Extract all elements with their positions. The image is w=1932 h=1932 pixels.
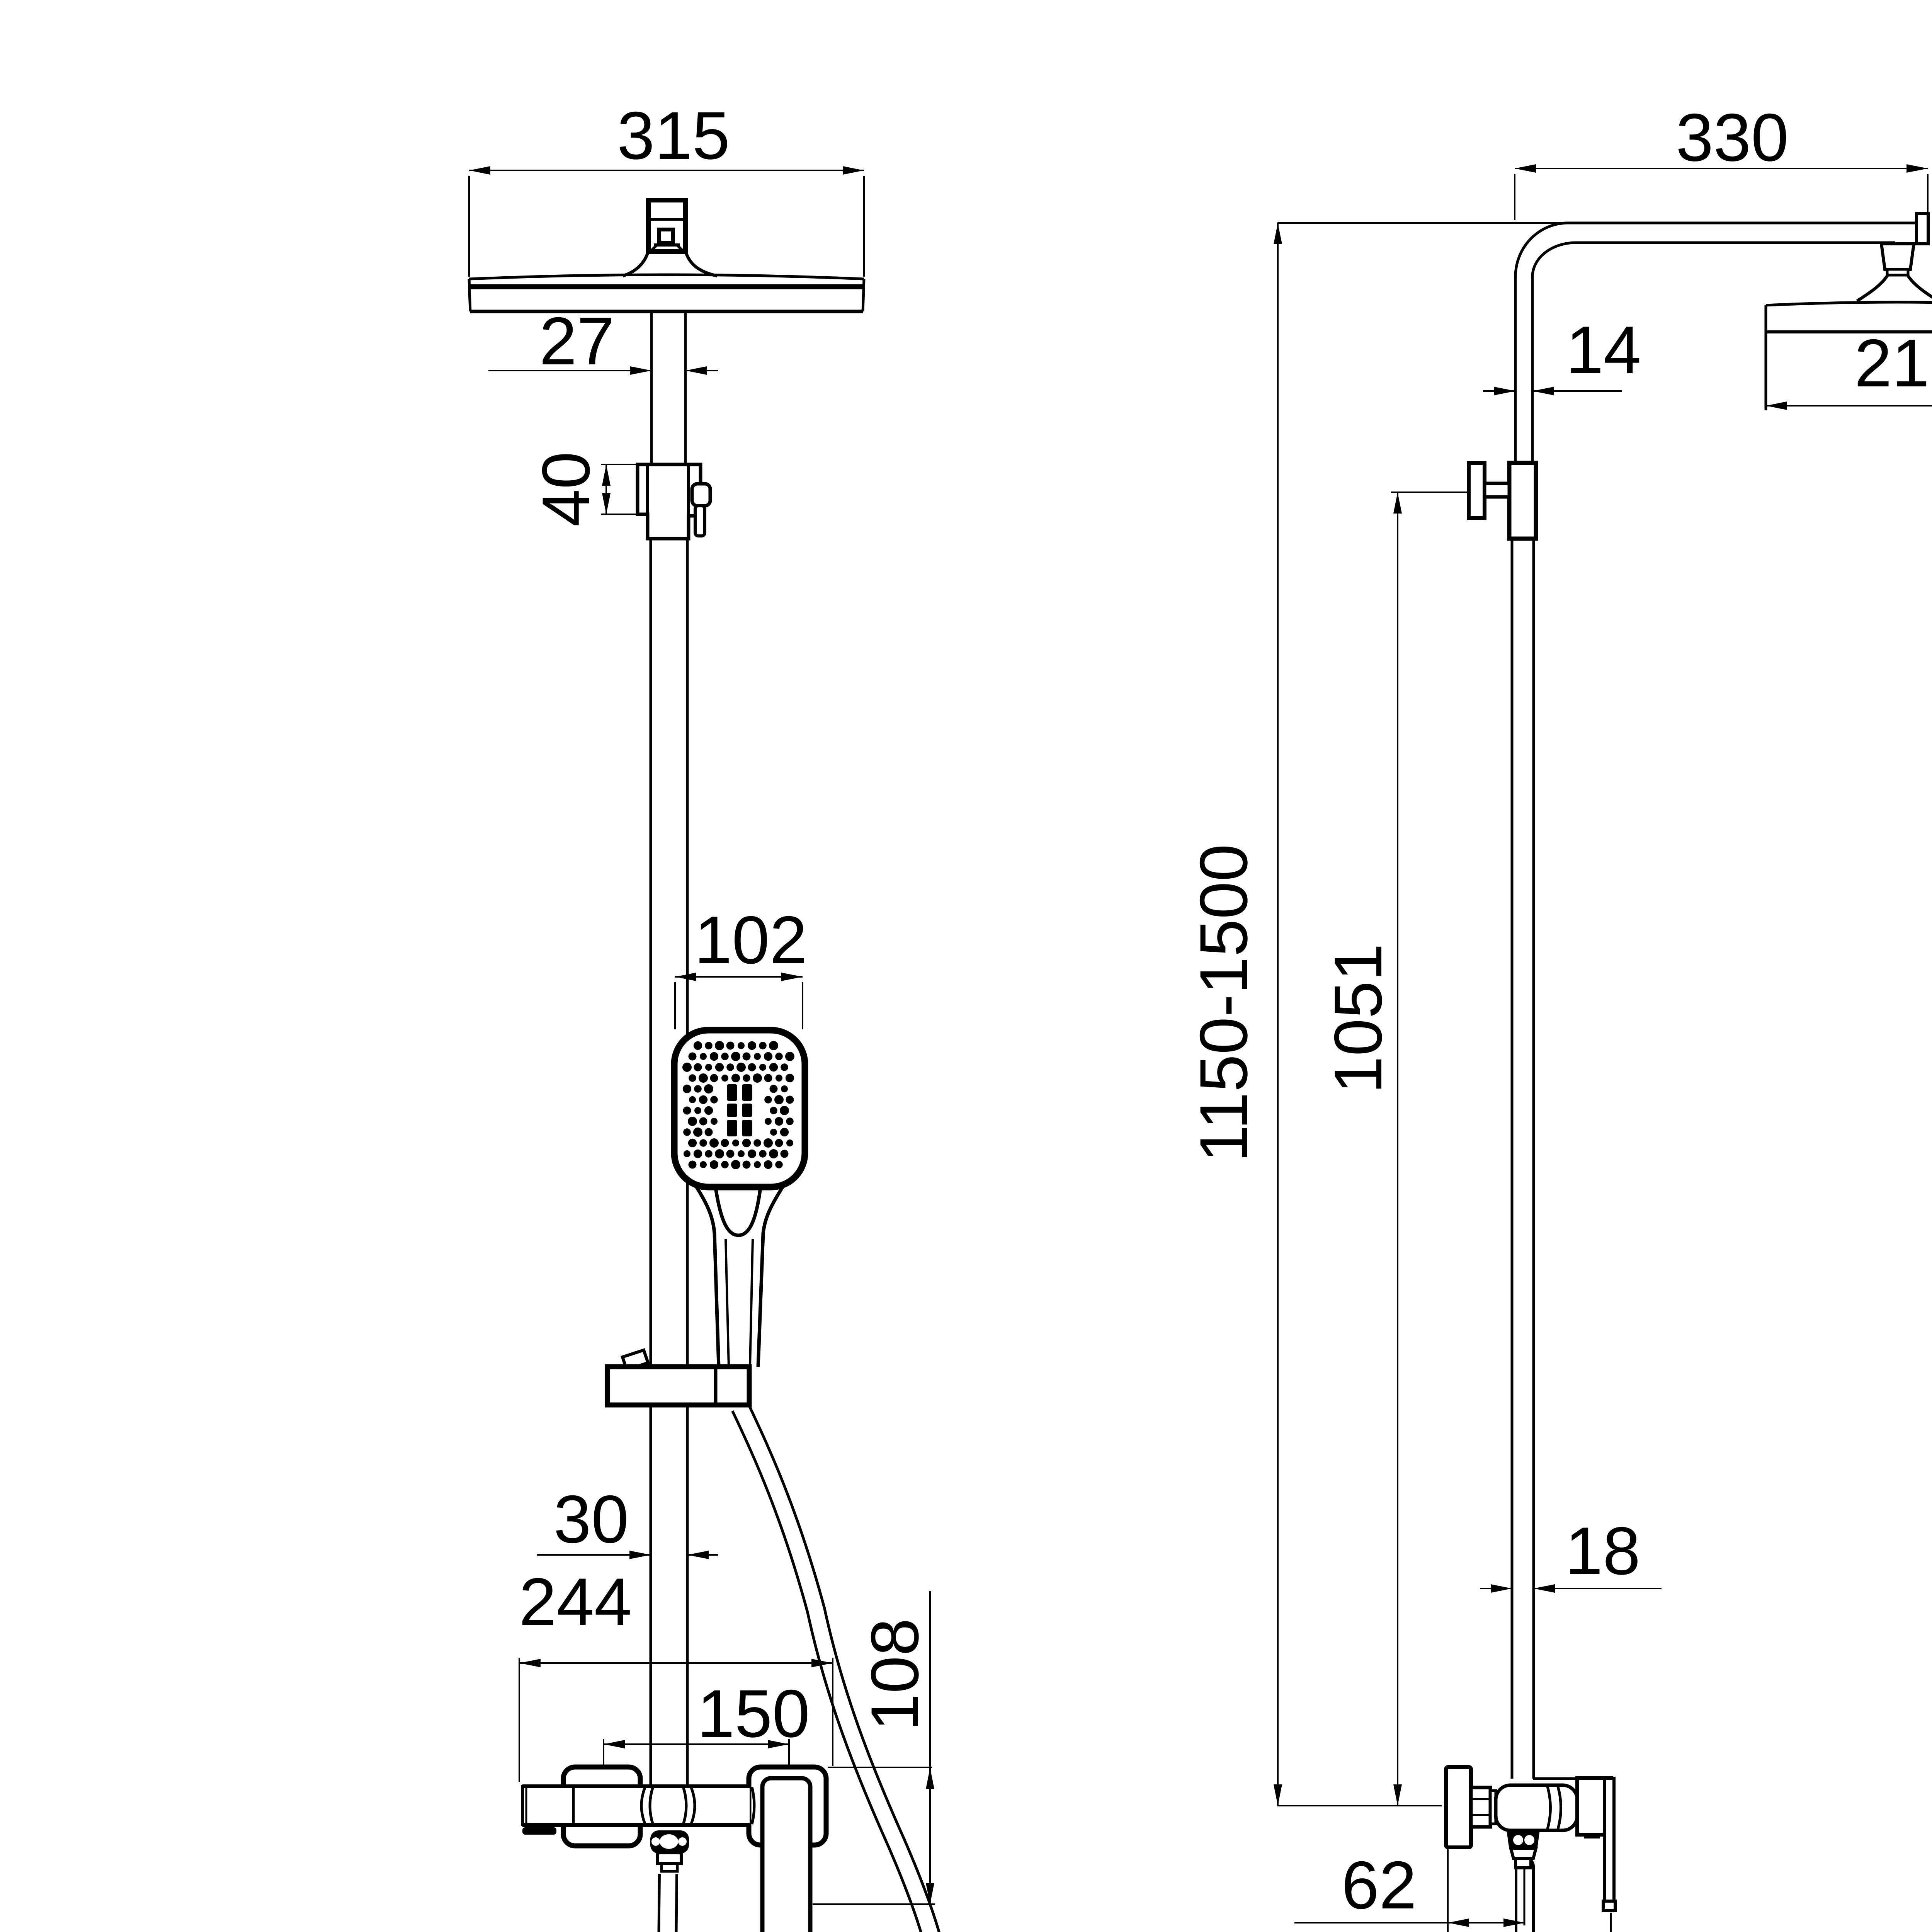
svg-text:1150-1500: 1150-1500 [1186,844,1262,1162]
svg-text:18: 18 [1565,1514,1641,1589]
svg-text:30: 30 [554,1482,629,1557]
svg-text:27: 27 [539,304,615,379]
svg-text:14: 14 [1566,313,1641,388]
svg-text:330: 330 [1676,100,1789,175]
svg-text:1051: 1051 [1321,943,1396,1094]
svg-text:40: 40 [529,452,604,527]
svg-text:108: 108 [857,1618,933,1731]
svg-text:210: 210 [1854,326,1932,401]
svg-text:62: 62 [1342,1848,1417,1923]
svg-text:315: 315 [617,98,730,173]
svg-text:102: 102 [694,903,807,978]
svg-text:244: 244 [519,1565,632,1640]
svg-text:150: 150 [697,1676,810,1752]
